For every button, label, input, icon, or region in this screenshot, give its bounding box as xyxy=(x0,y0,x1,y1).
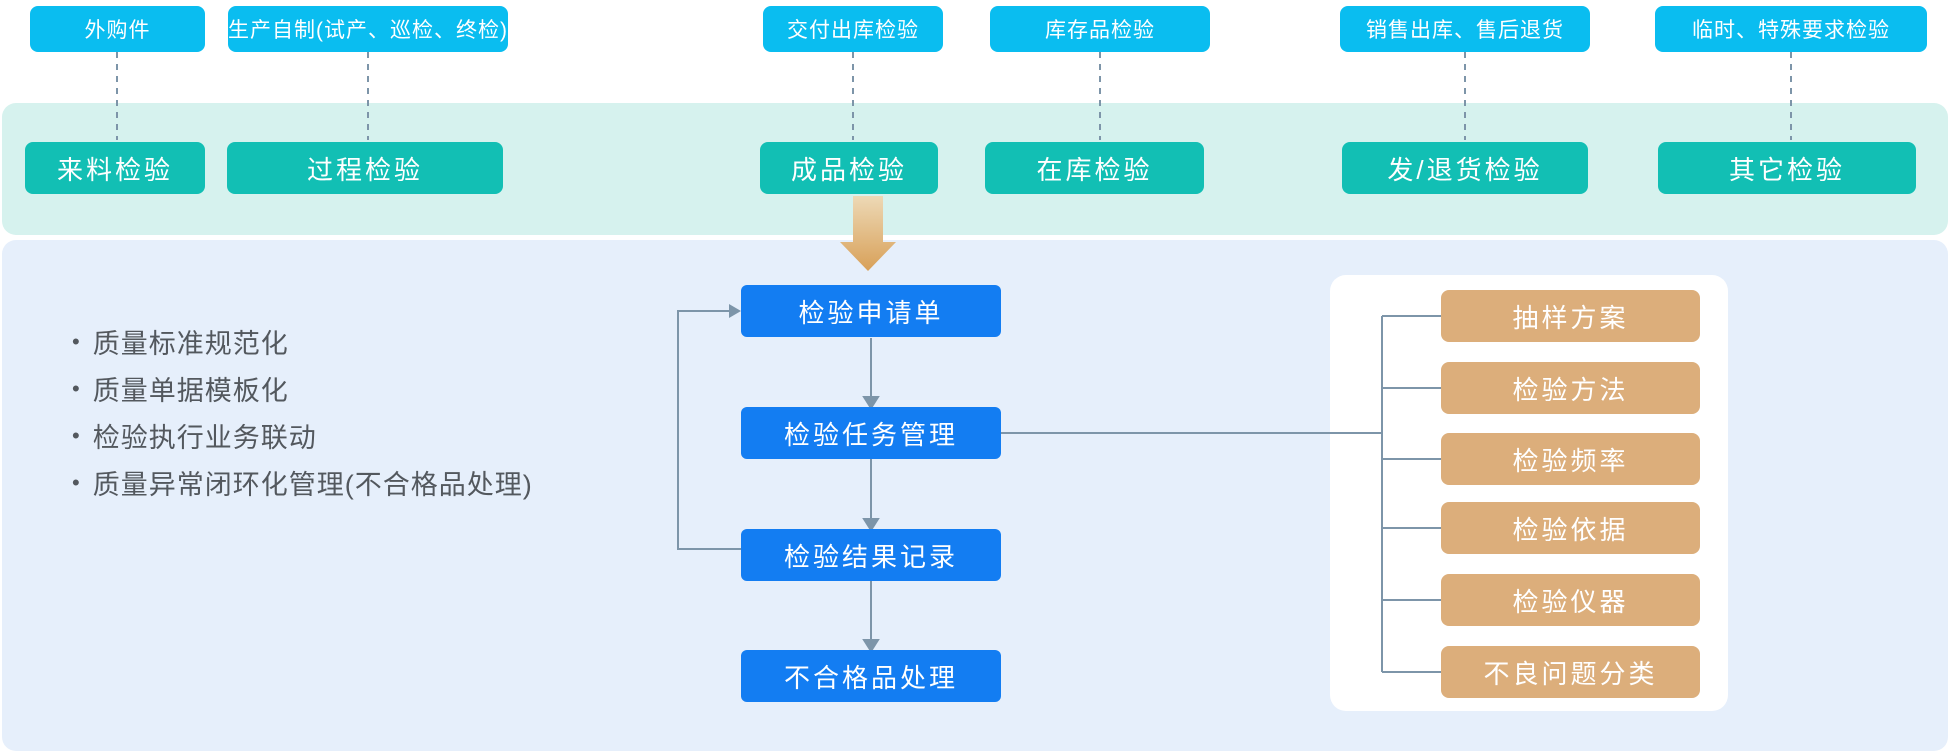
inspection-process: 过程检验 xyxy=(227,142,503,194)
inspection-other: 其它检验 xyxy=(1658,142,1916,194)
feature-label: 质量标准规范化 xyxy=(92,329,289,359)
bullet-icon: • xyxy=(72,422,81,448)
flow-inspection-request: 检验申请单 xyxy=(741,285,1001,337)
inspection-ship-return: 发/退货检验 xyxy=(1342,142,1588,194)
standard-inspection-method: 检验方法 xyxy=(1441,362,1700,414)
standard-inspection-frequency: 检验频率 xyxy=(1441,433,1700,485)
source-delivery-outbound: 交付出库检验 xyxy=(763,6,943,52)
feature-list: • 质量标准规范化 • 质量单据模板化 • 检验执行业务联动 • 质量异常闭环化管理(不… xyxy=(72,318,533,506)
feature-label: 质量单据模板化 xyxy=(92,376,289,406)
inspection-incoming: 来料检验 xyxy=(25,142,205,194)
bullet-icon: • xyxy=(72,328,81,354)
inspection-in-stock: 在库检验 xyxy=(985,142,1204,194)
feature-item: • 质量单据模板化 xyxy=(72,365,533,412)
standards-panel xyxy=(1330,275,1728,711)
bullet-icon: • xyxy=(72,375,81,401)
standard-defect-classification: 不良问题分类 xyxy=(1441,646,1700,698)
source-purchased-parts: 外购件 xyxy=(30,6,205,52)
standard-inspection-instrument: 检验仪器 xyxy=(1441,574,1700,626)
feature-label: 检验执行业务联动 xyxy=(92,423,317,453)
feature-item: • 质量标准规范化 xyxy=(72,318,533,365)
source-self-production: 生产自制(试产、巡检、终检) xyxy=(228,6,508,52)
flow-result-recording: 检验结果记录 xyxy=(741,529,1001,581)
standard-inspection-basis: 检验依据 xyxy=(1441,502,1700,554)
feature-label: 质量异常闭环化管理(不合格品处理) xyxy=(92,470,533,500)
standard-sampling-plan: 抽样方案 xyxy=(1441,290,1700,342)
source-sales-returns: 销售出库、售后退货 xyxy=(1340,6,1590,52)
source-stock-items: 库存品检验 xyxy=(990,6,1210,52)
feature-item: • 检验执行业务联动 xyxy=(72,412,533,459)
flow-nonconforming-handling: 不合格品处理 xyxy=(741,650,1001,702)
bullet-icon: • xyxy=(72,469,81,495)
feature-item: • 质量异常闭环化管理(不合格品处理) xyxy=(72,459,533,506)
flow-task-management: 检验任务管理 xyxy=(741,407,1001,459)
inspection-finished: 成品检验 xyxy=(760,142,938,194)
source-special-requests: 临时、特殊要求检验 xyxy=(1655,6,1927,52)
